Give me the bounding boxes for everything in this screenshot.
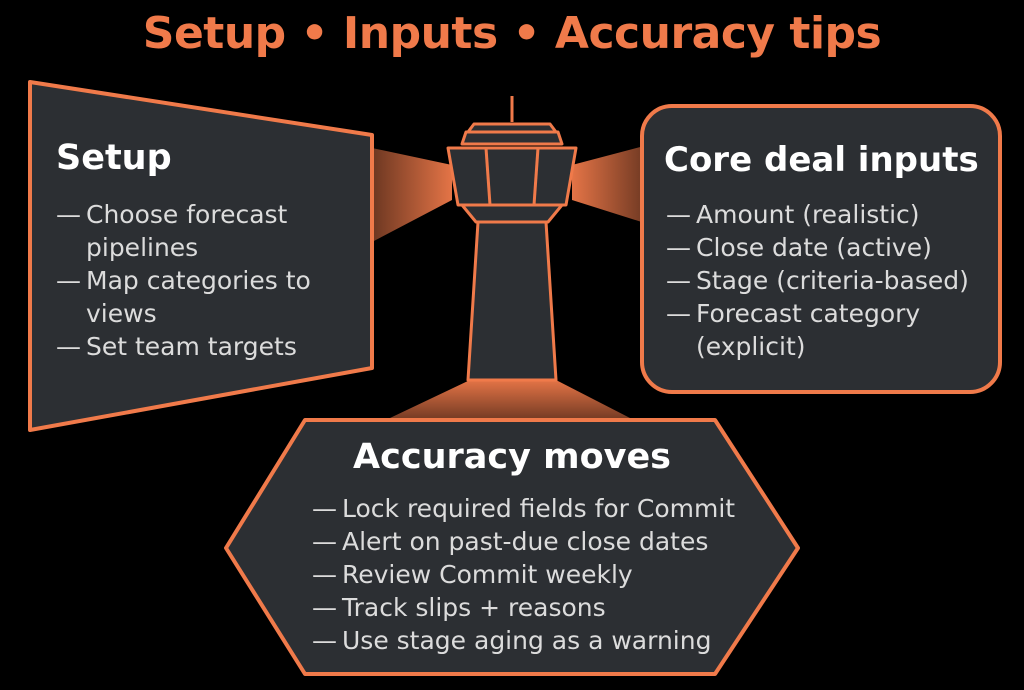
- accuracy-panel-title: Accuracy moves: [352, 437, 672, 477]
- list-item: Stage (criteria-based): [666, 264, 984, 297]
- accuracy-list: Lock required fields for Commit Alert on…: [312, 492, 752, 657]
- list-item: Close date (active): [666, 231, 984, 264]
- list-item: Lock required fields for Commit: [312, 492, 752, 525]
- beam-left: [372, 148, 452, 242]
- list-item: Alert on past-due close dates: [312, 525, 752, 558]
- control-tower-icon: [446, 96, 578, 382]
- list-item: Forecast category (explicit): [666, 297, 984, 363]
- beam-right: [572, 145, 648, 224]
- list-item: Choose forecast pipelines: [56, 198, 321, 264]
- page-title: Setup • Inputs • Accuracy tips: [142, 8, 882, 59]
- list-item: Set team targets: [56, 330, 321, 363]
- setup-panel-title: Setup: [56, 138, 172, 178]
- list-item: Use stage aging as a warning: [312, 624, 752, 657]
- inputs-list: Amount (realistic) Close date (active) S…: [666, 198, 984, 363]
- list-item: Track slips + reasons: [312, 591, 752, 624]
- list-item: Map categories to views: [56, 264, 321, 330]
- list-item: Review Commit weekly: [312, 558, 752, 591]
- setup-list: Choose forecast pipelines Map categories…: [56, 198, 321, 363]
- list-item: Amount (realistic): [666, 198, 984, 231]
- beam-down: [390, 380, 630, 418]
- inputs-panel-title: Core deal inputs: [664, 140, 979, 180]
